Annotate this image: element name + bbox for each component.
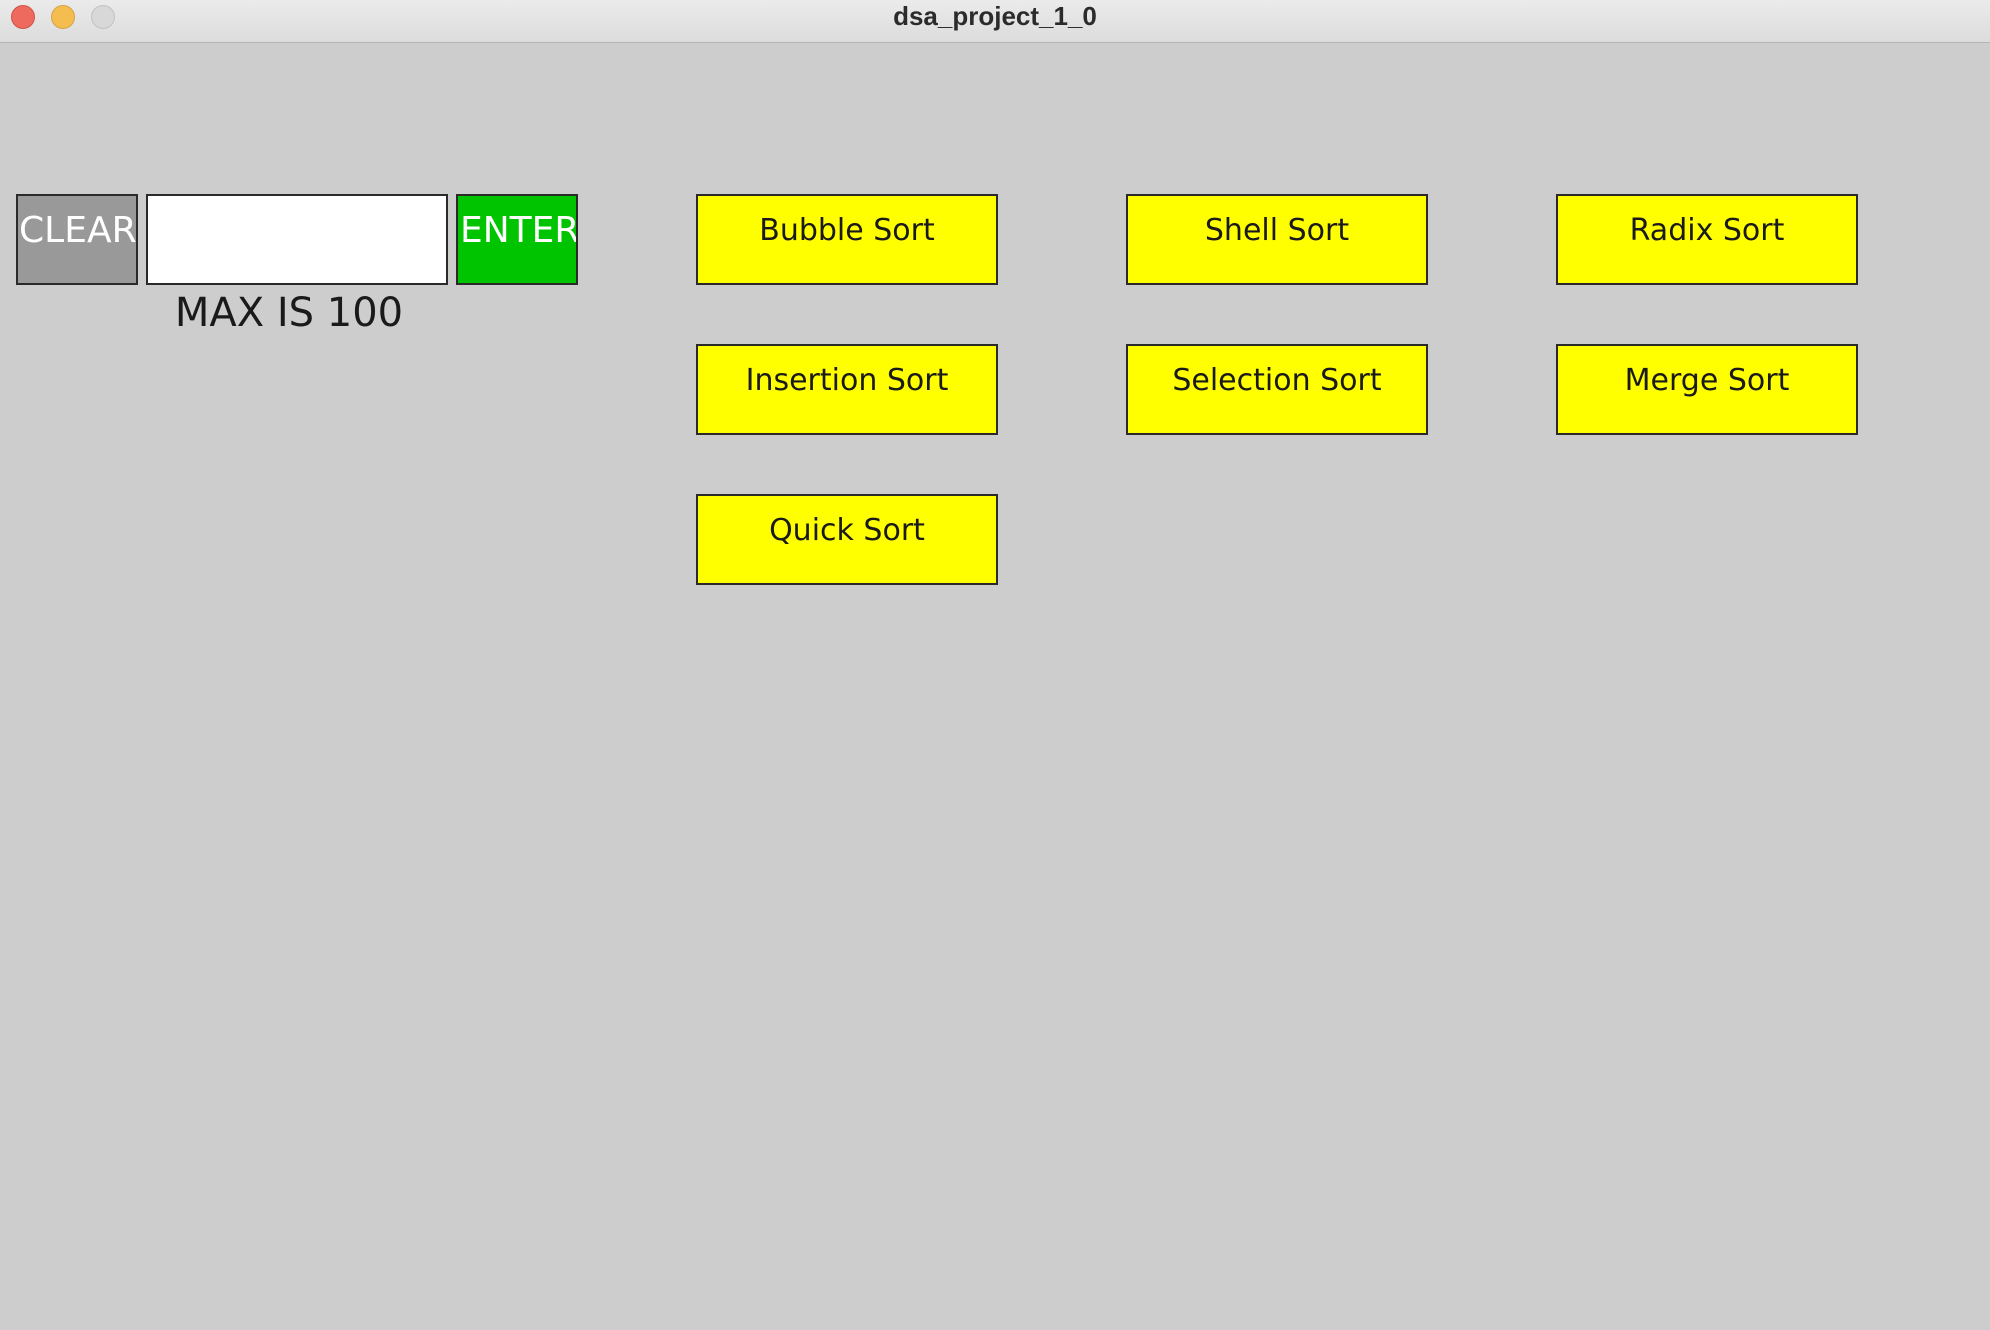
bubble-sort-button[interactable]: Bubble Sort xyxy=(696,194,998,285)
insertion-sort-button[interactable]: Insertion Sort xyxy=(696,344,998,435)
enter-button[interactable]: ENTER xyxy=(456,194,578,285)
zoom-window-button[interactable] xyxy=(91,5,115,29)
clear-button[interactable]: CLEAR xyxy=(16,194,138,285)
merge-sort-button[interactable]: Merge Sort xyxy=(1556,344,1858,435)
radix-sort-button[interactable]: Radix Sort xyxy=(1556,194,1858,285)
main-canvas: CLEAR ENTER MAX IS 100 Bubble Sort Shell… xyxy=(0,43,1990,1330)
array-size-input[interactable] xyxy=(146,194,448,285)
window-title: dsa_project_1_0 xyxy=(893,1,1097,31)
max-size-label: MAX IS 100 xyxy=(174,290,404,336)
minimize-window-button[interactable] xyxy=(51,5,75,29)
close-window-button[interactable] xyxy=(11,5,35,29)
selection-sort-button[interactable]: Selection Sort xyxy=(1126,344,1428,435)
title-bar: dsa_project_1_0 xyxy=(0,0,1990,43)
shell-sort-button[interactable]: Shell Sort xyxy=(1126,194,1428,285)
quick-sort-button[interactable]: Quick Sort xyxy=(696,494,998,585)
